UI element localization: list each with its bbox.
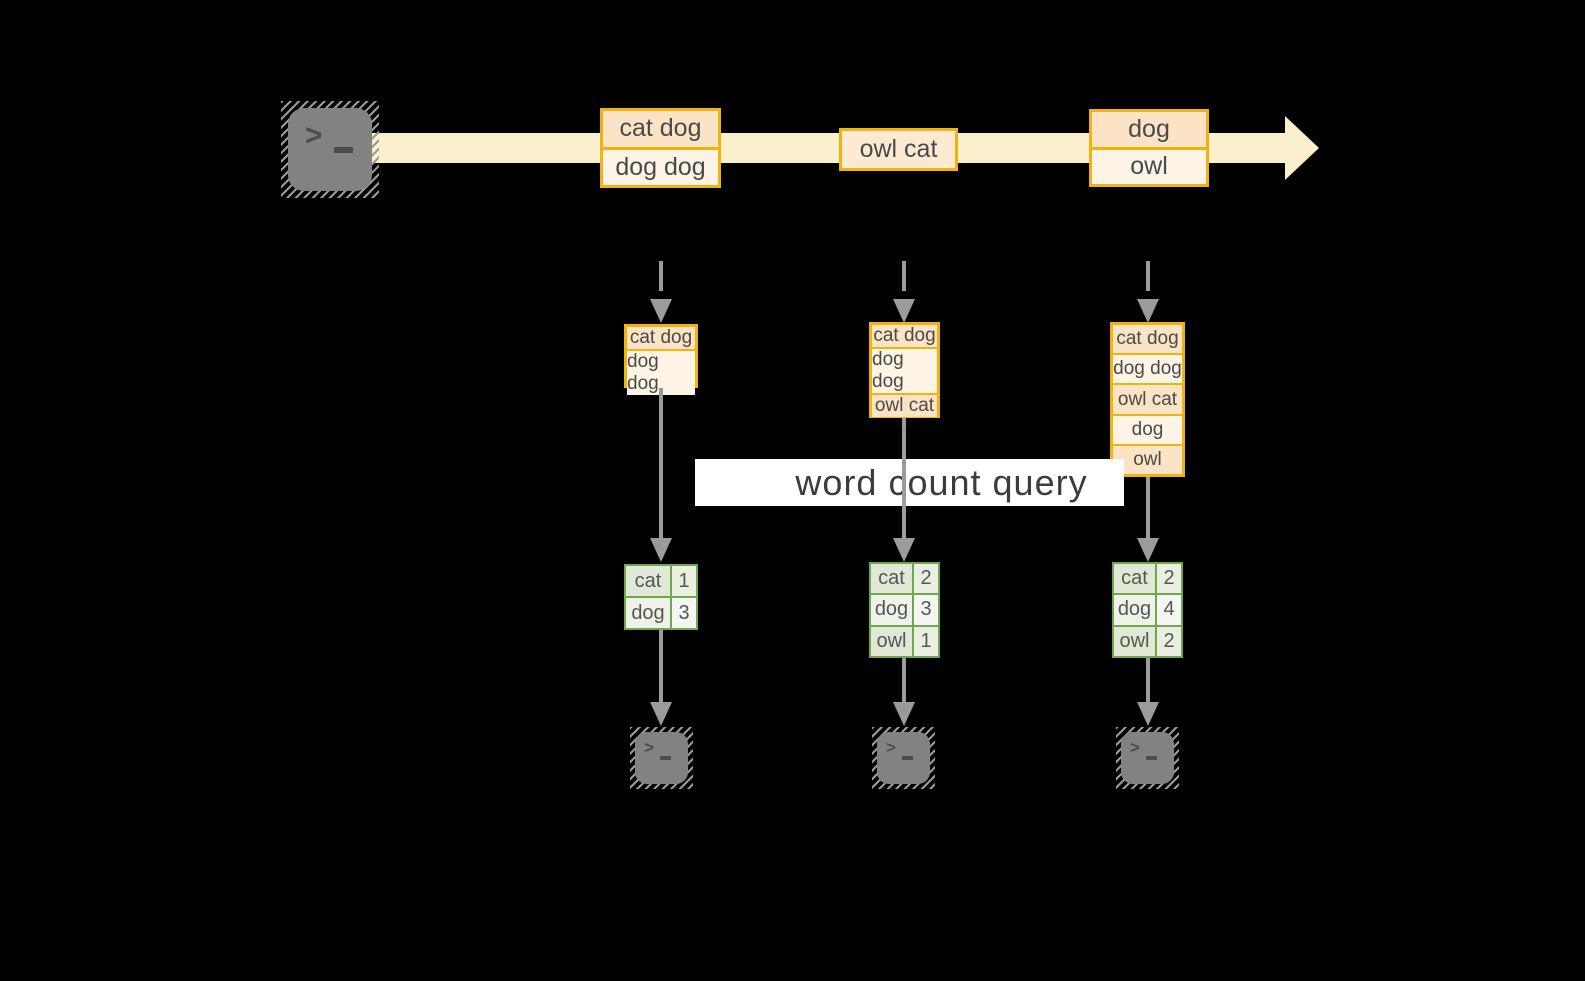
flow-arrow-line-4 [659, 630, 663, 702]
sink-terminal-icon-3: > [1116, 727, 1179, 789]
terminal-screen: > [877, 732, 930, 784]
event-cell: dog dog [603, 149, 718, 185]
down-arrowhead-icon [1137, 538, 1159, 562]
terminal-prompt: > [886, 738, 896, 757]
table-count-cell: 4 [1157, 595, 1181, 625]
down-arrowhead-icon [650, 299, 672, 323]
table-word-cell: cat [871, 564, 912, 594]
flow-arrow-line-5 [902, 658, 906, 702]
stacked-event-cell: owl cat [872, 395, 937, 417]
table-count-cell: 3 [672, 598, 696, 628]
stream-event-box-2: owl cat [839, 128, 958, 171]
terminal-screen: > [1121, 732, 1174, 784]
stream-event-box-1: cat dog dog dog [600, 108, 721, 188]
terminal-prompt: > [644, 738, 654, 757]
table-word-cell: cat [1114, 564, 1155, 594]
table-word-cell: dog [871, 595, 912, 625]
query-label: word count query [695, 459, 1124, 506]
stacked-event-cell: dog dog [627, 351, 695, 395]
table-count-cell: 1 [914, 626, 938, 656]
terminal-screen: > [288, 108, 372, 191]
table-count-cell: 2 [1157, 564, 1181, 594]
dashed-arrow-segment-2 [902, 261, 906, 291]
down-arrowhead-icon [650, 538, 672, 562]
terminal-prompt: > [305, 119, 323, 152]
dashed-arrow-segment-3 [1146, 261, 1150, 291]
table-word-cell: owl [1114, 626, 1155, 656]
table-word-cell: dog [626, 598, 670, 628]
word-count-table-3: cat 2 dog 4 owl 2 [1112, 562, 1183, 658]
word-count-table-1: cat 1 dog 3 [624, 564, 698, 630]
down-arrowhead-icon [893, 702, 915, 726]
terminal-prompt: > [1130, 738, 1140, 757]
terminal-cursor [902, 756, 913, 760]
dashed-arrow-segment-1 [659, 261, 663, 291]
terminal-screen: > [635, 732, 688, 784]
query-label-text: word count query [795, 461, 1088, 503]
stacked-event-cell: cat dog [1113, 325, 1182, 354]
terminal-cursor [1146, 756, 1157, 760]
event-cell: dog [1092, 112, 1206, 147]
flow-arrow-line-1 [659, 388, 663, 538]
flow-arrow-line-6 [1146, 658, 1150, 702]
table-word-cell: dog [1114, 595, 1155, 625]
table-count-cell: 2 [914, 564, 938, 594]
stacked-event-cell: cat dog [627, 327, 695, 349]
table-word-cell: cat [626, 566, 670, 596]
table-count-cell: 3 [914, 595, 938, 625]
table-count-cell: 1 [672, 566, 696, 596]
stream-arrow-head [1285, 116, 1319, 180]
down-arrowhead-icon [1137, 702, 1159, 726]
down-arrowhead-icon [650, 702, 672, 726]
stream-event-box-3: dog owl [1089, 109, 1209, 187]
source-terminal-icon: > [281, 101, 379, 198]
event-cell: owl [1092, 149, 1206, 184]
sink-terminal-icon-2: > [872, 727, 935, 789]
down-arrowhead-icon [1137, 299, 1159, 323]
stacked-event-cell: cat dog [872, 325, 937, 347]
sink-terminal-icon-1: > [630, 727, 693, 789]
table-word-cell: owl [871, 626, 912, 656]
snapshot-stack-2: cat dog dog dog owl cat [869, 322, 940, 418]
stacked-event-cell: dog dog [1113, 355, 1182, 384]
down-arrowhead-icon [893, 299, 915, 323]
terminal-cursor [334, 147, 353, 153]
snapshot-stack-3: cat dog dog dog owl cat dog owl [1110, 322, 1185, 477]
event-cell: owl cat [842, 131, 955, 168]
down-arrowhead-icon [893, 538, 915, 562]
table-count-cell: 2 [1157, 626, 1181, 656]
event-cell: cat dog [603, 111, 718, 147]
snapshot-stack-1: cat dog dog dog [624, 324, 698, 395]
stacked-event-cell: dog dog [872, 349, 937, 393]
stacked-event-cell: owl [1113, 445, 1182, 475]
flow-arrow-line-3 [1146, 477, 1150, 538]
terminal-cursor [660, 756, 671, 760]
flow-arrow-line-2 [902, 418, 906, 538]
stacked-event-cell: dog [1113, 415, 1182, 444]
stacked-event-cell: owl cat [1113, 385, 1182, 414]
word-count-table-2: cat 2 dog 3 owl 1 [869, 562, 940, 658]
